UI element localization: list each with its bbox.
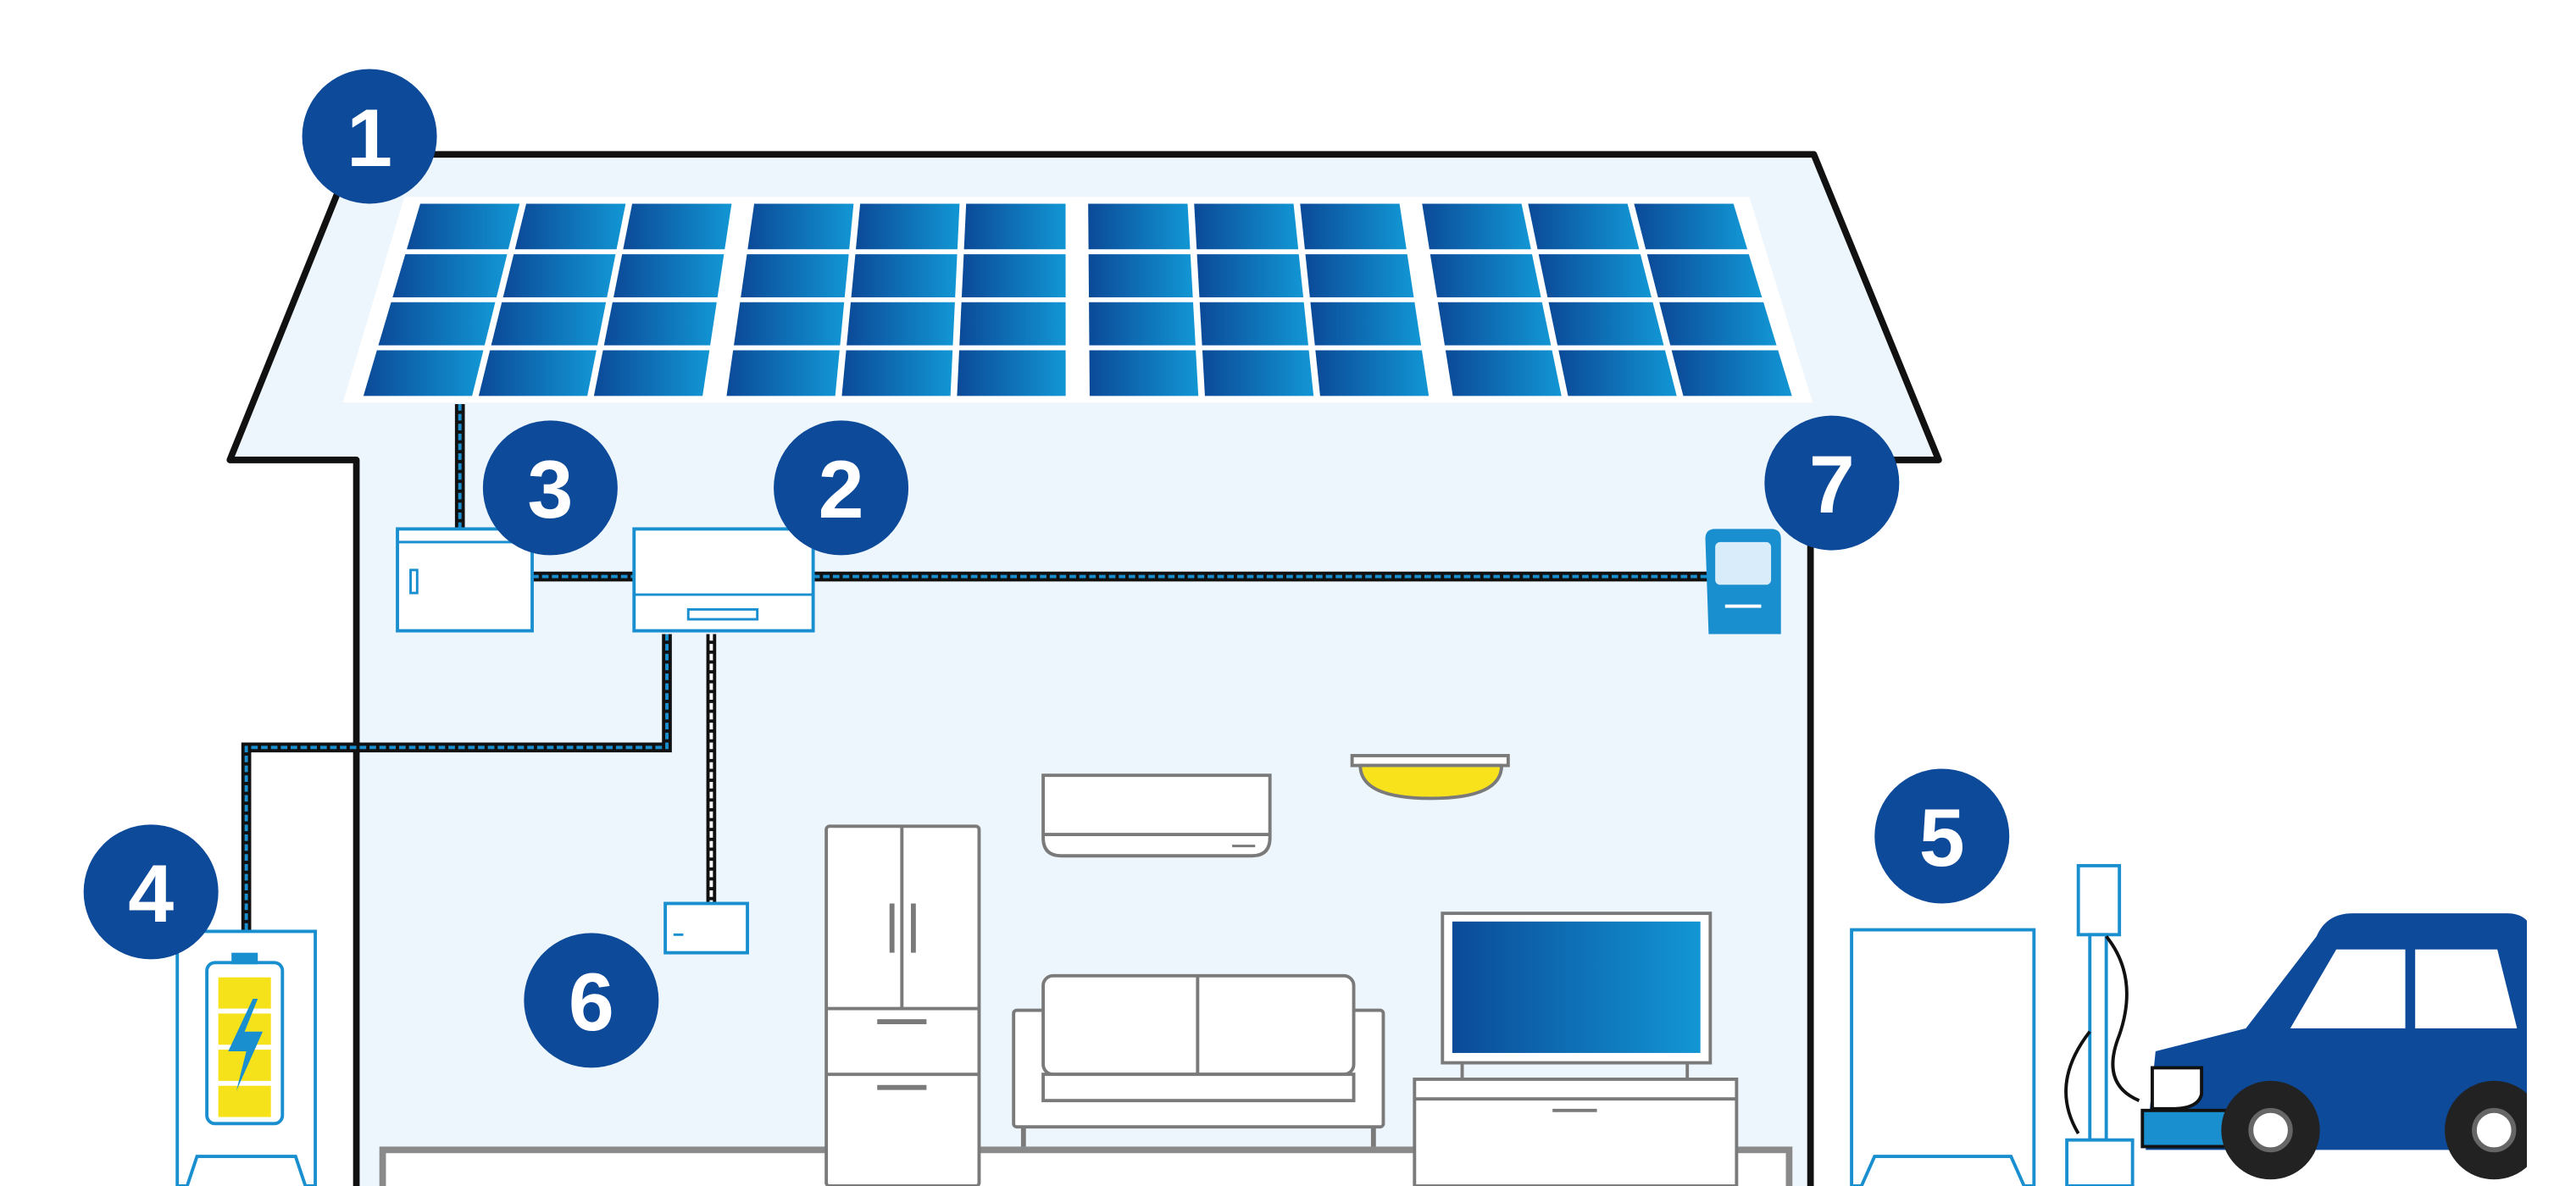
solar-cell bbox=[1558, 350, 1677, 396]
solar-cell bbox=[1437, 302, 1552, 346]
solar-cell bbox=[392, 254, 508, 297]
refrigerator bbox=[824, 824, 981, 1186]
solar-cell bbox=[613, 254, 724, 297]
solar-cell bbox=[963, 203, 1066, 250]
badge-circle bbox=[774, 420, 909, 556]
solar-cell bbox=[847, 302, 955, 346]
power-conditioner bbox=[632, 527, 815, 633]
badge-hems-monitor: 7 bbox=[1764, 415, 1900, 551]
solar-cell bbox=[514, 203, 626, 250]
solar-cell bbox=[855, 203, 960, 250]
solar-cell bbox=[961, 254, 1066, 297]
solar-cell bbox=[363, 350, 484, 396]
solar-cell bbox=[1548, 302, 1664, 346]
badge-circle bbox=[302, 69, 437, 204]
solar-cell bbox=[1305, 254, 1414, 297]
badge-storage-battery: 4 bbox=[83, 824, 219, 960]
solar-cell bbox=[1199, 302, 1308, 346]
solar-panel-array bbox=[342, 197, 1813, 403]
junction-box bbox=[396, 527, 534, 633]
badge-number: 2 bbox=[819, 443, 864, 535]
solar-cell bbox=[1445, 350, 1562, 396]
badge-distribution-board: 6 bbox=[524, 933, 659, 1068]
solar-cell bbox=[1202, 350, 1314, 396]
solar-cell bbox=[1422, 203, 1531, 250]
solar-cell bbox=[1196, 254, 1304, 297]
solar-cell bbox=[1659, 302, 1777, 346]
solar-cell bbox=[378, 302, 496, 346]
solar-cell bbox=[741, 254, 849, 297]
outdoor-unit bbox=[1850, 928, 2036, 1186]
badge-number: 6 bbox=[569, 956, 614, 1048]
badge-circle bbox=[1874, 768, 2010, 904]
solar-cell bbox=[1634, 203, 1748, 250]
solar-cell bbox=[623, 203, 732, 250]
solar-cell bbox=[1089, 302, 1196, 346]
distribution-board bbox=[663, 901, 749, 955]
solar-cell bbox=[1528, 203, 1640, 250]
badge-number: 3 bbox=[527, 443, 573, 535]
badge-circle bbox=[482, 420, 618, 556]
solar-cell bbox=[851, 254, 958, 297]
badge-circle bbox=[1764, 415, 1900, 551]
lightning-bolt-icon bbox=[228, 998, 264, 1091]
solar-cell bbox=[1088, 254, 1193, 297]
air-conditioner bbox=[1041, 773, 1272, 858]
ev-charger bbox=[2064, 863, 2140, 1186]
solar-cell bbox=[593, 350, 710, 396]
solar-cell bbox=[1300, 203, 1407, 250]
electric-car-icon bbox=[2140, 887, 2576, 1186]
solar-cell bbox=[1194, 203, 1299, 250]
solar-cell bbox=[1315, 350, 1430, 396]
solar-cell bbox=[1089, 350, 1199, 396]
solar-cell bbox=[491, 302, 607, 346]
solar-cell bbox=[478, 350, 597, 396]
wiring bbox=[241, 404, 1713, 934]
television bbox=[1413, 912, 1739, 1186]
solar-cell bbox=[957, 350, 1066, 396]
badge-power-conditioner: 2 bbox=[774, 420, 909, 556]
badge-number: 4 bbox=[128, 847, 174, 939]
solar-cell bbox=[1646, 254, 1763, 297]
sofa bbox=[1012, 973, 1385, 1147]
ceiling-lamp bbox=[1350, 754, 1510, 801]
badge-junction-box: 3 bbox=[482, 420, 618, 556]
badge-number: 7 bbox=[1809, 438, 1855, 530]
storage-battery bbox=[175, 929, 318, 1186]
appliances bbox=[824, 754, 1739, 1186]
solar-cell bbox=[502, 254, 616, 297]
solar-cell bbox=[734, 302, 845, 346]
solar-cell bbox=[1671, 350, 1792, 396]
solar-cell bbox=[603, 302, 717, 346]
badge-circle bbox=[524, 933, 659, 1068]
solar-cell bbox=[959, 302, 1066, 346]
badge-outdoor-unit-ev-charger: 5 bbox=[1874, 768, 2010, 904]
solar-cell bbox=[747, 203, 854, 250]
solar-cell bbox=[1538, 254, 1652, 297]
solar-cell bbox=[407, 203, 520, 250]
solar-cell bbox=[841, 350, 953, 396]
badge-circle bbox=[83, 824, 219, 960]
solar-cell bbox=[1430, 254, 1541, 297]
hems-monitor bbox=[1705, 529, 1781, 635]
solar-cell bbox=[1088, 203, 1191, 250]
badge-number: 5 bbox=[1919, 791, 1965, 884]
badge-solar-panels: 1 bbox=[302, 69, 437, 204]
solar-cell bbox=[1310, 302, 1422, 346]
battery-lightning-icon bbox=[205, 952, 285, 1126]
solar-cell bbox=[726, 350, 840, 396]
badge-number: 1 bbox=[347, 91, 392, 184]
